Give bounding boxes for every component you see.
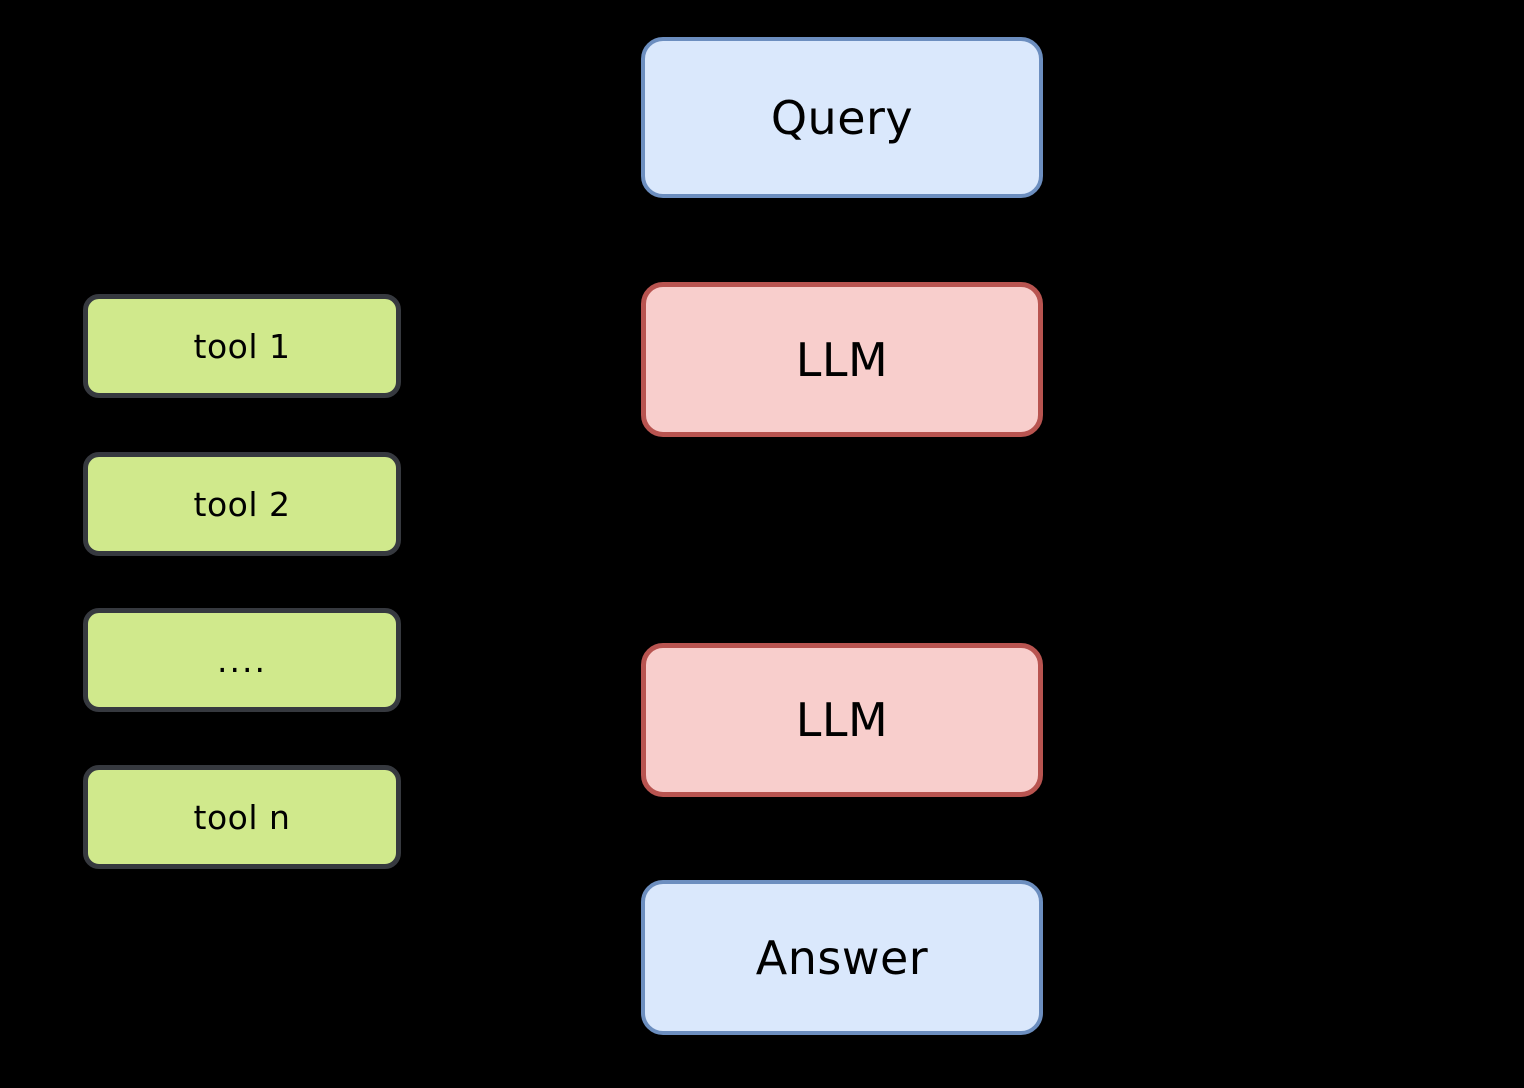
node-llm-first-label: LLM [795, 332, 889, 387]
node-llm-first[interactable]: LLM [641, 282, 1043, 437]
node-tool-n[interactable]: tool n [83, 765, 401, 869]
node-answer-label: Answer [755, 930, 929, 985]
node-query[interactable]: Query [641, 37, 1043, 198]
node-llm-second[interactable]: LLM [641, 643, 1043, 797]
node-tool-n-label: tool n [193, 797, 291, 837]
node-answer[interactable]: Answer [641, 880, 1043, 1035]
node-tool-2-label: tool 2 [193, 484, 291, 524]
node-tool-2[interactable]: tool 2 [83, 452, 401, 556]
node-llm-second-label: LLM [795, 693, 889, 747]
node-tool-ellipsis[interactable]: .... [83, 608, 401, 712]
node-query-label: Query [770, 90, 914, 145]
node-tool-1-label: tool 1 [193, 326, 291, 366]
node-tool-ellipsis-label: .... [217, 640, 267, 680]
node-tool-1[interactable]: tool 1 [83, 294, 401, 398]
